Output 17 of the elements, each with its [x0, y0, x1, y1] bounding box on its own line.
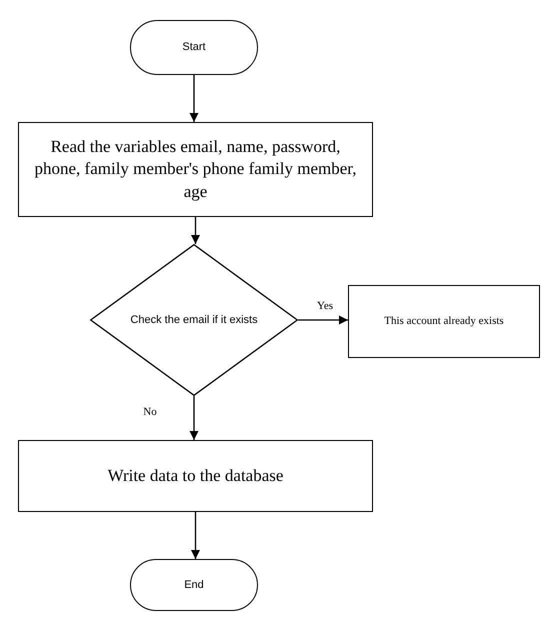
process-box: [18, 122, 373, 217]
node-label: Start: [182, 40, 206, 55]
edge-label: Yes: [316, 300, 334, 312]
arrow: [191, 512, 200, 559]
node-label: This account already exists: [384, 314, 504, 329]
arrow: [191, 217, 200, 244]
process-box: [348, 285, 540, 358]
arrow: [190, 75, 198, 122]
node-label: Write data to the database: [108, 464, 284, 487]
process-box: [18, 440, 373, 512]
decision-diamond: [90, 244, 298, 396]
edge-label: No: [142, 406, 158, 418]
arrow: [190, 396, 198, 440]
node-label: End: [184, 578, 204, 592]
node-label: Check the email if it exists: [130, 312, 258, 328]
arrow: [298, 316, 348, 324]
node-label: Read the variables email, name, password, phone, family member's phone family member, age: [34, 136, 358, 203]
